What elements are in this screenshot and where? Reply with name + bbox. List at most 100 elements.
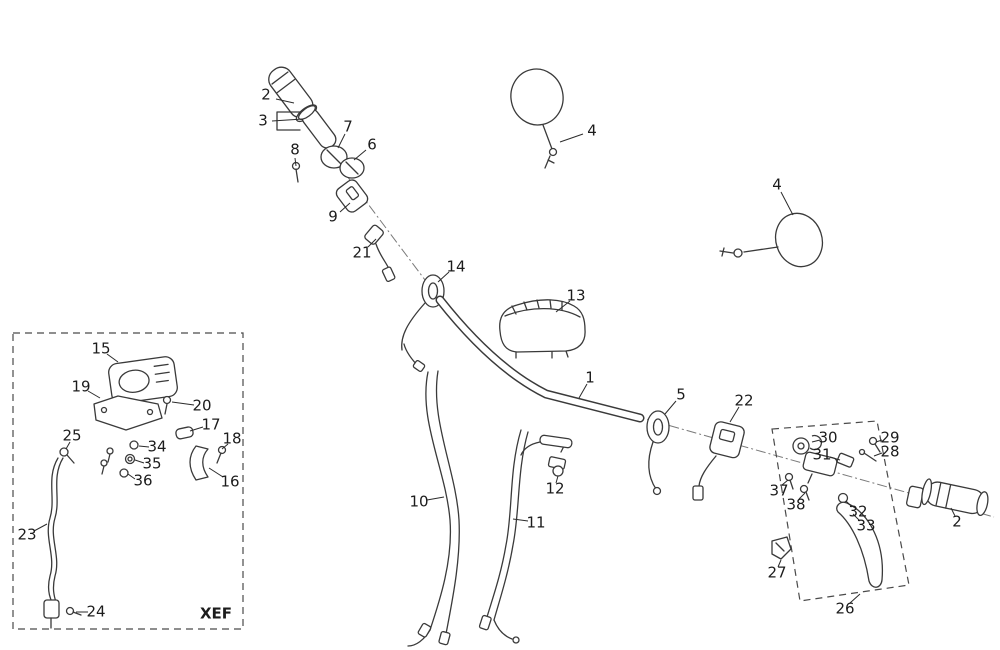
part-label-28-32: 28	[880, 442, 900, 461]
part-label-27-38: 27	[767, 563, 787, 582]
leader-line-5-12	[664, 400, 677, 415]
part-label-5-12: 5	[676, 385, 686, 404]
part-label-15-14: 15	[91, 339, 111, 358]
leader-line-6-4	[353, 149, 367, 161]
mirror-left-drawing	[510, 68, 564, 169]
part-label-18-18: 18	[222, 429, 242, 448]
screw-37-drawing	[784, 472, 794, 490]
switch-assembly-right-drawing	[692, 421, 745, 501]
leader-line-35-21	[134, 459, 145, 464]
xef-inset-drawing	[12, 332, 244, 630]
leader-line-3-1	[271, 118, 304, 122]
leader-line-14-7	[437, 271, 450, 283]
wiring-connector-drawing	[364, 224, 396, 283]
leader-line-15-14	[106, 353, 119, 363]
screw-38-drawing	[799, 484, 810, 501]
switch-body-drawing	[335, 179, 369, 213]
leader-line-23-24	[33, 523, 48, 532]
part-label-20-16: 20	[192, 396, 212, 415]
part-label-4-8: 4	[587, 121, 597, 140]
leader-line-33-36	[852, 513, 861, 522]
leader-line-27-38	[777, 559, 782, 568]
part-label-9-5: 9	[328, 207, 338, 226]
part-label-10-26: 10	[409, 492, 429, 511]
leader-line-19-15	[87, 390, 101, 399]
leader-line-12-27	[555, 475, 559, 484]
bracket-31-drawing	[836, 452, 855, 468]
part-label-17-17: 17	[201, 415, 221, 434]
brake-lever-inset-drawing	[771, 420, 910, 602]
leader-line-7-2	[337, 133, 346, 149]
leader-line-11-28	[512, 518, 529, 522]
part-label-29-31: 29	[880, 428, 900, 447]
part-label-25-19: 25	[62, 426, 82, 445]
pin-28-drawing	[858, 448, 877, 462]
part-label-7-2: 7	[343, 117, 353, 136]
part-label-13-10: 13	[566, 286, 586, 305]
leader-line-29-31	[875, 439, 883, 443]
bolt-29-drawing	[868, 436, 881, 453]
part-label-37-33: 37	[769, 481, 789, 500]
instrument-cluster-drawing	[499, 299, 586, 359]
part-label-30-29: 30	[818, 428, 838, 447]
leader-line-18-18	[221, 443, 229, 450]
part-label-21-6: 21	[352, 243, 372, 262]
clamp-30-drawing	[809, 434, 823, 451]
part-label-38-34: 38	[786, 495, 806, 514]
part-label-31-30: 31	[812, 445, 832, 464]
brake-lever-blade-drawing	[836, 501, 884, 588]
leader-line-8-3	[294, 157, 297, 167]
screw-20-drawing	[162, 395, 172, 415]
part-label-33-36: 33	[856, 516, 876, 535]
bar-flange-right-drawing	[646, 410, 670, 496]
part-label-12-27: 12	[545, 479, 565, 498]
leader-line-30-29	[811, 439, 821, 443]
part-label-3-1: 3	[258, 111, 268, 130]
leader-line-10-26	[426, 496, 445, 501]
screw-18-drawing	[216, 445, 227, 464]
part-label-1-11: 1	[585, 368, 595, 387]
leader-line-22-13	[729, 406, 740, 423]
master-cylinder-drawing	[792, 437, 838, 484]
leader-line-2-0	[275, 98, 295, 104]
leader-line-17-17	[189, 426, 204, 432]
leader-line-20-16	[171, 401, 195, 406]
handlebar-drawing	[435, 295, 645, 423]
leader-line-34-20	[138, 445, 150, 448]
washers-34-35-36-drawing	[100, 440, 139, 478]
screw-24-drawing	[65, 606, 82, 616]
instrument-bracket-drawing	[93, 395, 163, 431]
brake-hose-23-drawing	[43, 457, 64, 629]
part-label-32-35: 32	[848, 502, 868, 521]
leader-line-25-19	[65, 441, 71, 450]
part-label-6-4: 6	[367, 135, 377, 154]
part-label-2-37: 2	[952, 512, 962, 531]
leader-line-32-35	[845, 500, 853, 508]
leader-line-4-9	[780, 191, 794, 216]
leader-line-13-10	[555, 300, 571, 313]
leader-line-36-22	[127, 473, 136, 480]
bracket-16-drawing	[189, 445, 209, 481]
inset-caption: XEF	[199, 604, 233, 623]
cable-11-drawing	[478, 429, 573, 644]
part-label-23-24: 23	[17, 525, 37, 544]
part-label-11-28: 11	[526, 513, 546, 532]
part-label-2-0: 2	[261, 85, 271, 104]
leader-line-16-23	[208, 467, 224, 478]
part-label-14-7: 14	[446, 257, 466, 276]
leader-line-31-30	[829, 456, 841, 461]
mirror-right-drawing	[719, 212, 824, 268]
part-label-24-25: 24	[86, 602, 106, 621]
part-label-19-15: 19	[71, 377, 91, 396]
leader-line-4-8	[559, 133, 584, 143]
part-label-22-13: 22	[734, 391, 754, 410]
leader-line-28-32	[873, 452, 883, 457]
leader-line-2-37	[950, 507, 956, 517]
bolt-25-drawing	[59, 447, 75, 464]
part-label-4-9: 4	[772, 175, 782, 194]
clip-17-drawing	[175, 426, 194, 440]
speedometer-drawing	[108, 356, 178, 404]
